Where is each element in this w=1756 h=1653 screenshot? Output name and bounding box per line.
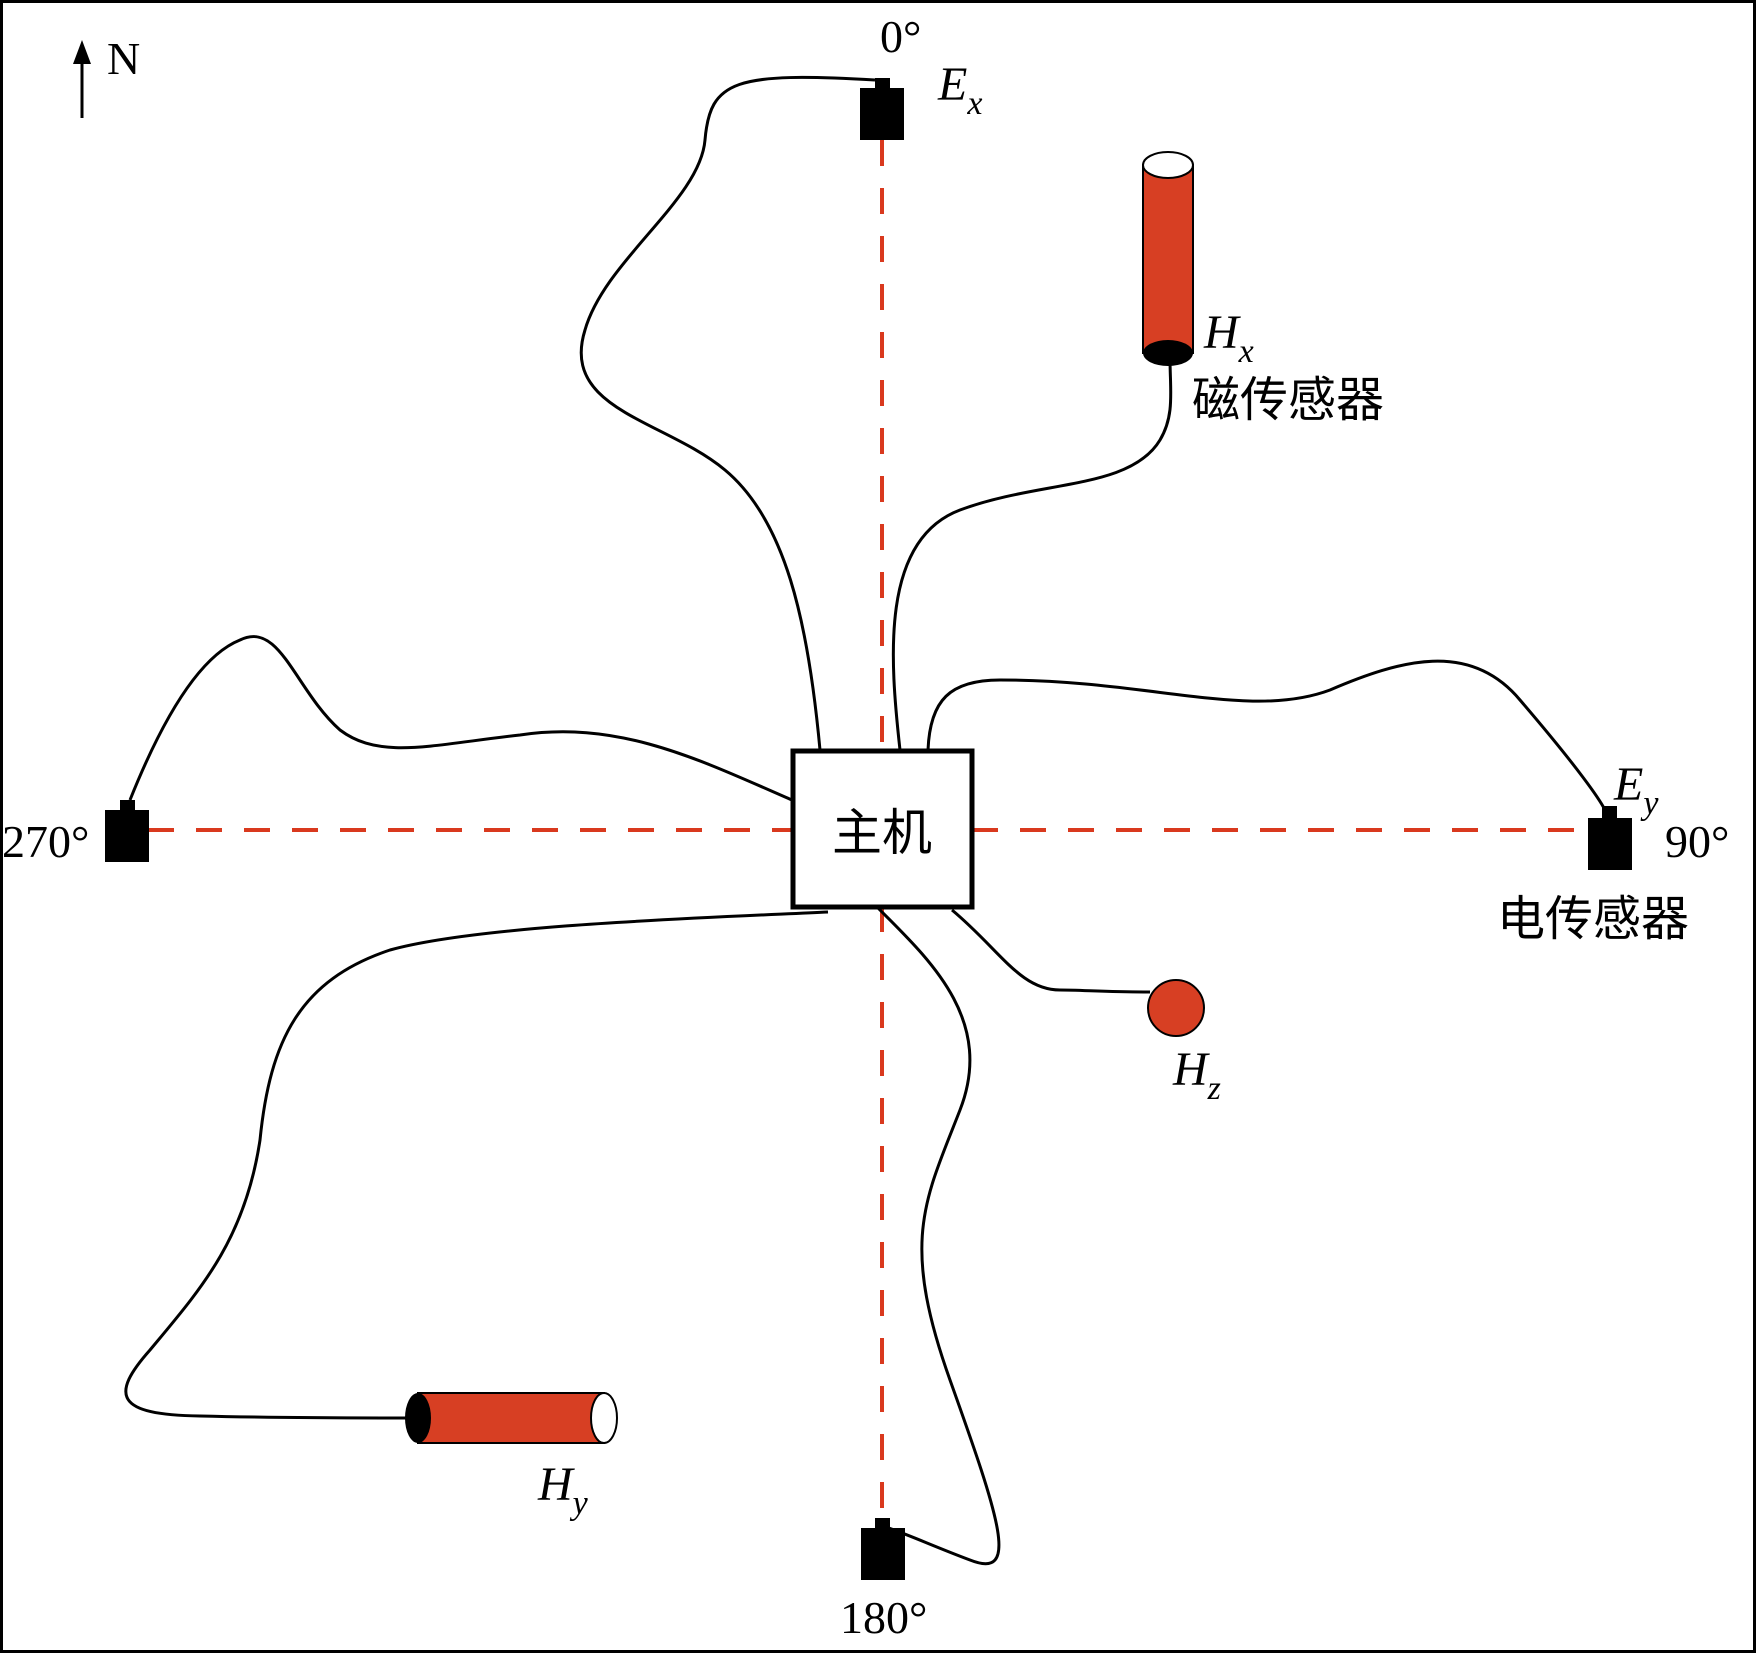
north-arrow: N (73, 33, 140, 118)
ex-label-sub: x (966, 85, 982, 122)
hx-body (1142, 164, 1194, 354)
cable-hx (891, 357, 1173, 751)
hx-label: Hx (1203, 306, 1254, 370)
hy-label-main: H (537, 1458, 575, 1511)
north-label: N (107, 33, 140, 84)
north-arrow-head (73, 40, 91, 64)
electrode-ey-cap (1602, 806, 1617, 820)
electrode-ex-body (860, 88, 904, 140)
host-label: 主机 (832, 804, 932, 862)
hx-label-sub: x (1238, 333, 1254, 370)
hy-left-cap (405, 1393, 431, 1443)
azimuth-east-label: 90° (1665, 816, 1729, 867)
hz-label-sub: z (1207, 1070, 1221, 1107)
electrode-south (861, 1518, 905, 1580)
electrode-ex (860, 78, 904, 140)
hz-label-main: H (1172, 1043, 1210, 1096)
electrode-ey (1588, 806, 1632, 870)
electric-sensor-caption: 电传感器 (1497, 891, 1689, 947)
hx-label-main: H (1203, 306, 1241, 359)
azimuth-north-label: 0° (880, 11, 921, 62)
magnetic-sensor-hx (1142, 151, 1194, 366)
hx-bottom-cap (1143, 340, 1193, 366)
hy-body (417, 1392, 605, 1444)
ey-label-main: E (1613, 758, 1643, 811)
hy-label-sub: y (570, 1485, 589, 1522)
host-unit: 主机 (790, 748, 975, 910)
ex-label-main: E (937, 58, 967, 111)
host-box (790, 748, 975, 910)
azimuth-south-label: 180° (840, 1592, 927, 1643)
electrode-ey-body (1588, 818, 1632, 870)
cable-ex (579, 75, 876, 751)
electrode-south-body (861, 1528, 905, 1580)
ex-label: Ex (937, 58, 982, 122)
electrode-west (105, 800, 149, 862)
cable-west (128, 635, 793, 802)
cable-hy (124, 910, 829, 1420)
ey-label: Ey (1613, 758, 1659, 822)
hz-label: Hz (1172, 1043, 1221, 1107)
magnetic-sensor-caption: 磁传感器 (1192, 372, 1384, 428)
magnetic-sensor-hz (1147, 979, 1205, 1037)
orientation-axes (148, 140, 1592, 1540)
azimuth-west-label: 270° (2, 816, 89, 867)
cable-south (876, 906, 1001, 1566)
magnetic-sensor-hy (405, 1392, 618, 1444)
cable-hz (951, 908, 1151, 994)
ey-label-sub: y (1640, 785, 1659, 822)
electrode-west-body (105, 810, 149, 862)
hy-right-cap (590, 1392, 618, 1444)
cable-ey (926, 659, 1607, 811)
hy-label: Hy (537, 1458, 589, 1522)
hx-top-cap (1142, 151, 1194, 179)
cables (124, 75, 1607, 1566)
